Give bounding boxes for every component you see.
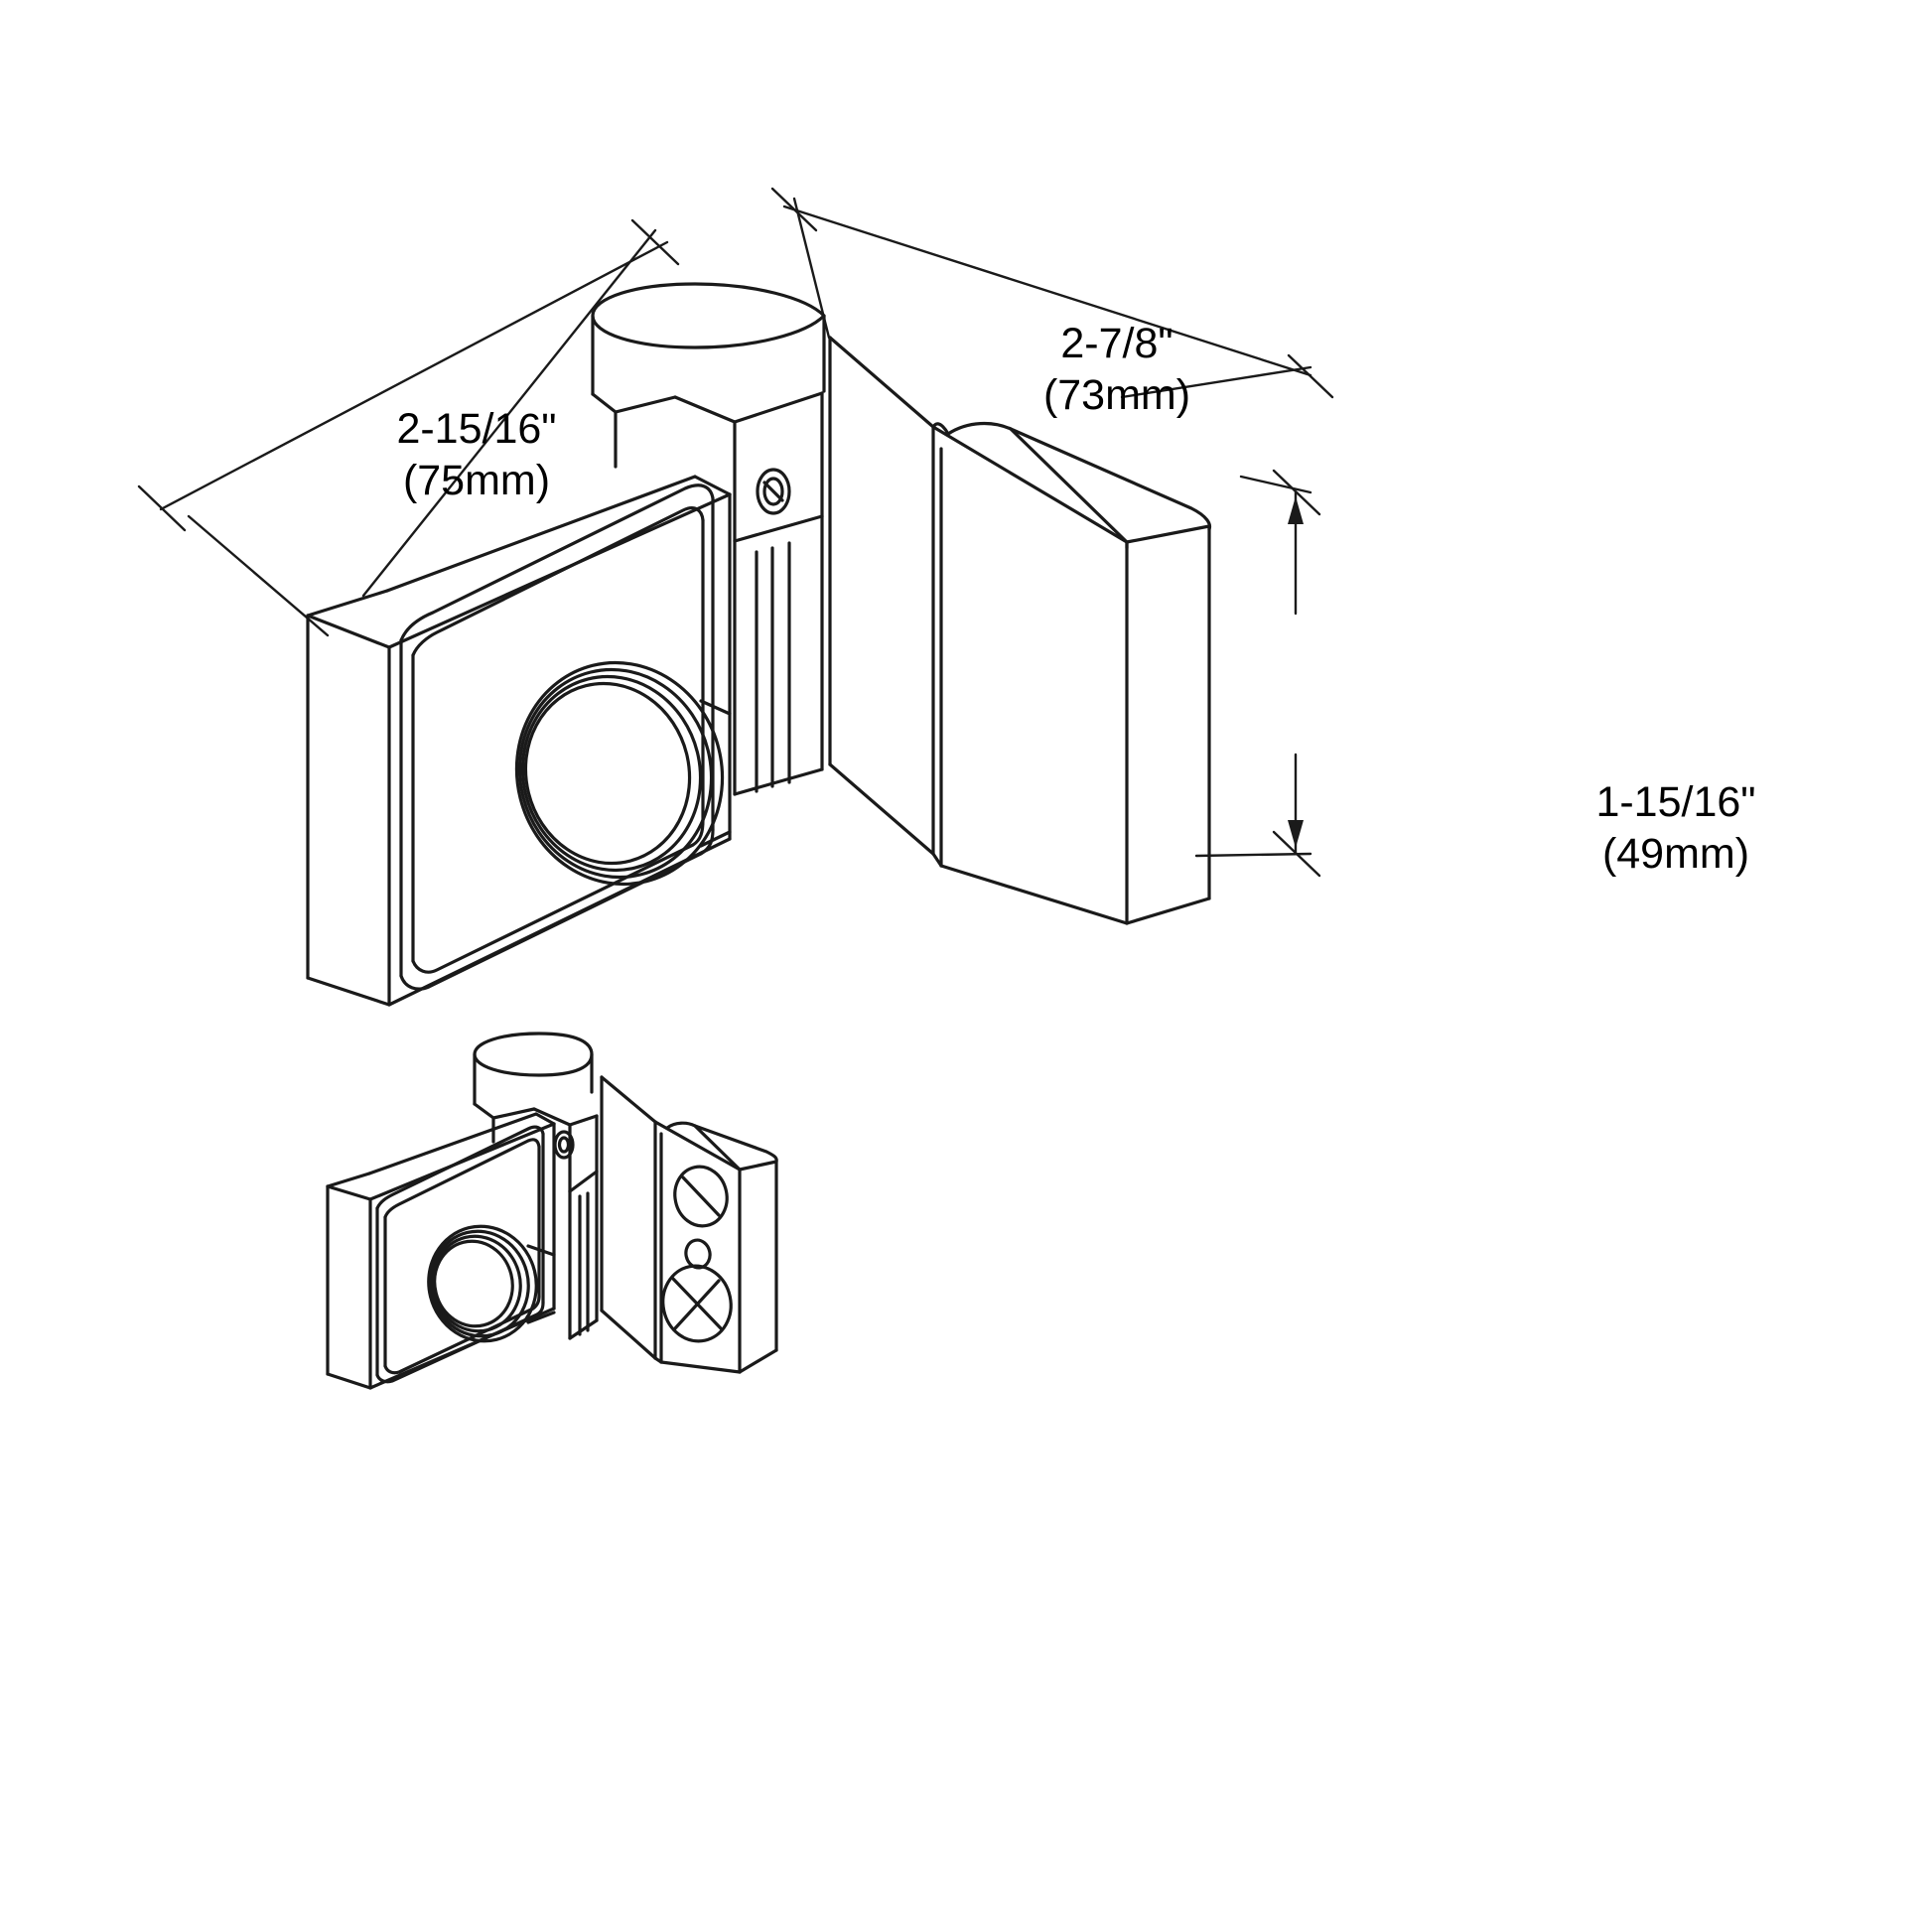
dimension-value-metric: (75mm) [402, 457, 551, 505]
dimension-value-imperial: 1-15/16" [1595, 778, 1756, 826]
main-assembly-geometry [306, 282, 1212, 1007]
dimension-label-width-left: 2-15/16" (75mm) [328, 403, 625, 507]
dimension-value-imperial: 2-15/16" [396, 405, 557, 453]
dimension-value-imperial: 2-7/8" [1060, 320, 1173, 367]
dimension-label-width-right: 2-7/8" (73mm) [968, 318, 1266, 422]
dimension-value-metric: (73mm) [1042, 371, 1191, 420]
dimension-label-height-right: 1-15/16" (49mm) [1527, 776, 1825, 881]
dimension-lines [137, 187, 1334, 878]
dimension-value-metric: (49mm) [1601, 830, 1750, 879]
secondary-assembly-geometry [326, 1032, 778, 1390]
